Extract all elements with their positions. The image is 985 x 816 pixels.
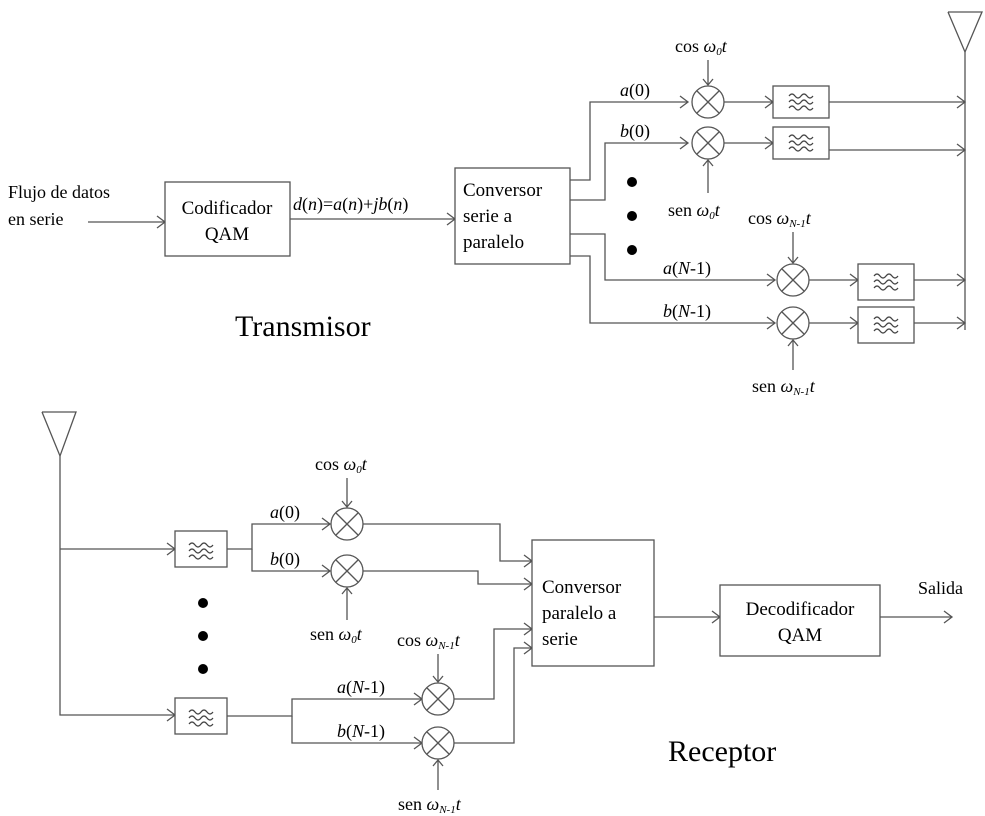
serial-to-parallel-block (454, 167, 571, 265)
tx-carrier-cos0: cos ω0t (675, 36, 728, 58)
qam-decoder-line2: QAM (778, 625, 822, 646)
rx-label-aN1: a(N-1) (337, 677, 385, 698)
tx-carrier-sen0: sen ω0t (668, 200, 721, 222)
qam-decoder-block (719, 584, 881, 657)
input-label-line2: en serie (8, 209, 63, 229)
tx-label-b0: b(0) (620, 121, 650, 142)
rx-carrier-sen0: sen ω0t (310, 624, 363, 646)
transmitter-label: Transmisor (235, 310, 371, 343)
sp-line2: serie a (463, 206, 513, 227)
rx-antenna-icon (41, 411, 77, 458)
tx-carrier-cosN1: cos ωN-1t (748, 208, 812, 230)
mapping-equation: d(n)=a(n)+jb(n) (293, 194, 408, 215)
rx-branch-aN1 (227, 698, 422, 717)
rx-ellipsis-dot (198, 631, 208, 641)
sp-line1: Conversor (463, 180, 543, 201)
tx-branch-b0 (570, 142, 688, 201)
tx-label-aN1: a(N-1) (663, 258, 711, 279)
rx-antenna-mast (59, 456, 175, 716)
tx-branch-a0 (570, 101, 688, 181)
rx-carrier-senN1: sen ωN-1t (398, 794, 462, 816)
rx-branch-bN1 (291, 716, 422, 744)
rx-branch-a0 (227, 523, 330, 550)
rx-label-b0: b(0) (270, 549, 300, 570)
rx-filter-top (174, 530, 228, 568)
ps-line3: serie (542, 629, 578, 650)
rx-filter-bottom (174, 697, 228, 735)
tx-label-bN1: b(N-1) (663, 301, 711, 322)
ps-line2: paralelo a (542, 603, 617, 624)
tx-ellipsis-dot (627, 245, 637, 255)
qam-decoder-line1: Decodificador (746, 599, 855, 620)
parallel-to-serial-block (531, 539, 655, 667)
input-label-line1: Flujo de datos (8, 182, 110, 202)
tx-ellipsis-dot (627, 211, 637, 221)
transmitter: Flujo de datos en serie Codificador QAM … (8, 11, 983, 398)
rx-carrier-cosN1: cos ωN-1t (397, 630, 461, 652)
qam-coder-line2: QAM (205, 224, 249, 245)
rx-label-bN1: b(N-1) (337, 721, 385, 742)
tx-antenna-icon (947, 11, 983, 54)
tx-branch-bN1 (570, 255, 775, 324)
rx-carrier-cos0: cos ω0t (315, 454, 368, 476)
output-label: Salida (918, 578, 963, 598)
ps-line1: Conversor (542, 577, 622, 598)
receiver-label: Receptor (668, 735, 776, 768)
sp-line3: paralelo (463, 232, 524, 253)
tx-branch-aN1 (570, 233, 775, 281)
tx-ellipsis-dot (627, 177, 637, 187)
rx-ellipsis-dot (198, 598, 208, 608)
qam-coder-line1: Codificador (182, 198, 273, 219)
rx-ellipsis-dot (198, 664, 208, 674)
tx-label-a0: a(0) (620, 80, 650, 101)
receiver: a(0) b(0) cos ω0t sen ω0t a(N-1) b(N-1) … (41, 411, 963, 816)
rx-branch-b0 (251, 549, 330, 572)
tx-carrier-senN1: sen ωN-1t (752, 376, 816, 398)
rx-label-a0: a(0) (270, 502, 300, 523)
